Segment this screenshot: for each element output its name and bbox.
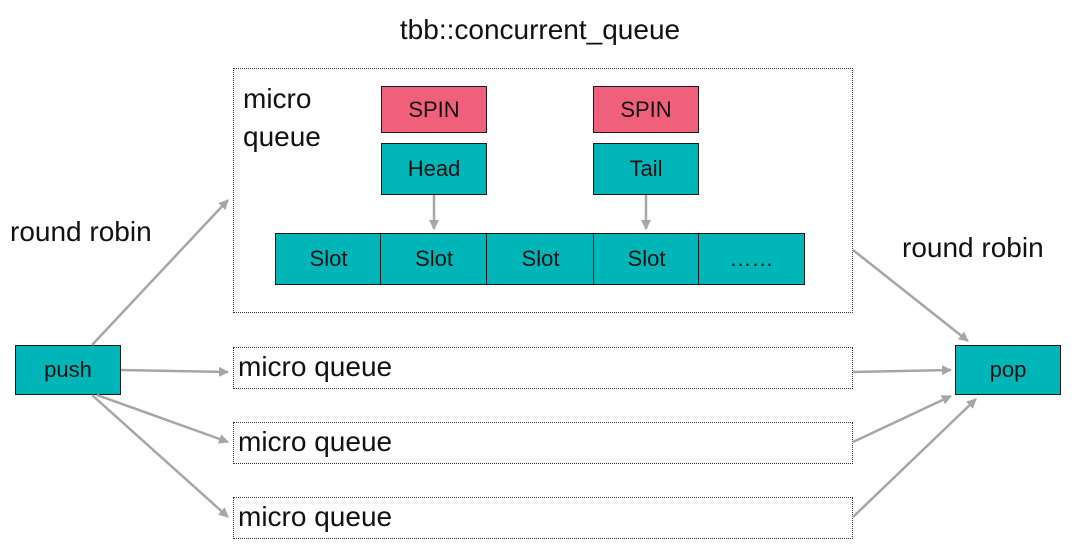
micro-queue-4 (233, 497, 853, 539)
right-round-robin-label: round robin (902, 232, 1044, 263)
slot-3: Slot (486, 233, 595, 285)
pop-node: pop (955, 345, 1061, 395)
push-node: push (15, 345, 121, 395)
left-round-robin-label: round robin (10, 216, 152, 247)
slot-more: …… (698, 233, 805, 285)
queue-2-to-pop-arrow (852, 365, 952, 376)
queue-3-to-pop-arrow (852, 394, 952, 444)
micro-queue-4-label: micro queue (238, 501, 393, 532)
main-micro-queue-label-line1: micro (243, 83, 312, 114)
slot-1: Slot (275, 233, 382, 285)
slot-2: Slot (380, 233, 488, 285)
push-to-queue-2-arrow (120, 366, 229, 377)
main-micro-queue-label-line2: queue (243, 121, 321, 152)
queue-4-to-pop-arrow (852, 398, 977, 518)
head-pointer: Head (381, 143, 487, 195)
push-to-queue-3-arrow (96, 393, 229, 444)
push-to-queue-4-arrow (91, 394, 229, 518)
head-spin-lock: SPIN (381, 86, 487, 133)
main-micro-queue-container (233, 68, 853, 313)
micro-queue-2-label: micro queue (238, 351, 393, 382)
slot-4: Slot (593, 233, 700, 285)
micro-queue-2 (233, 347, 853, 389)
micro-queue-3-label: micro queue (238, 426, 393, 457)
diagram-title: tbb::concurrent_queue (399, 14, 681, 45)
tail-pointer: Tail (593, 143, 699, 195)
tail-spin-lock: SPIN (593, 86, 699, 133)
